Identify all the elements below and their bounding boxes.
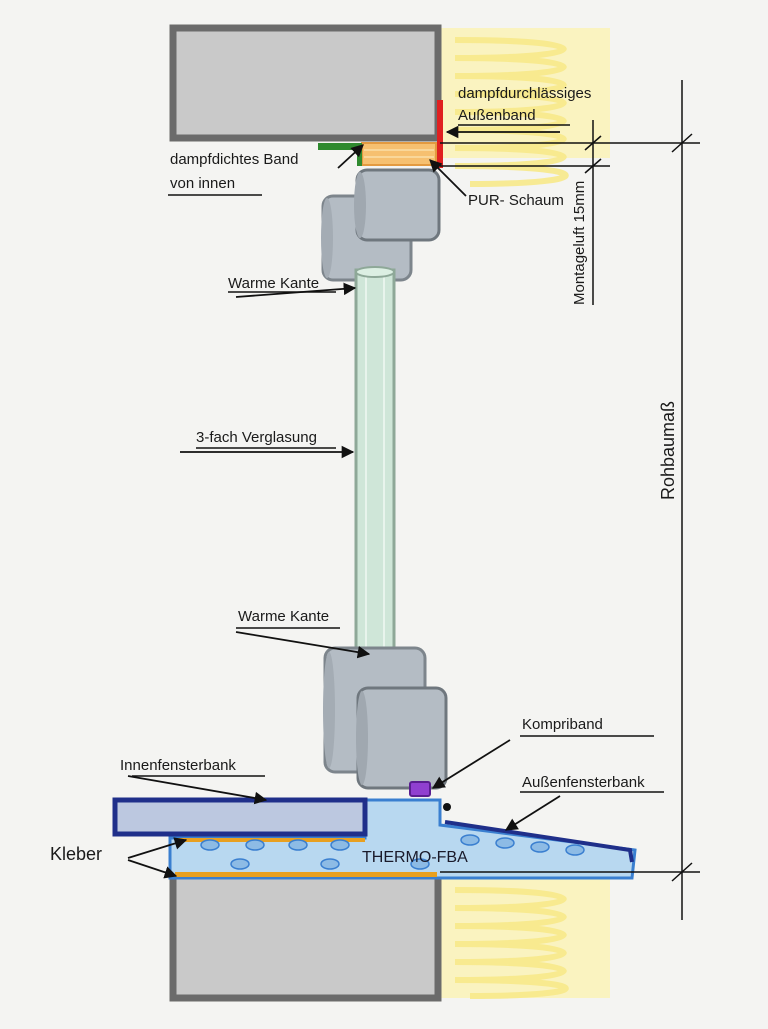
kompriband — [409, 781, 431, 797]
label-rohbaumass: Rohbaumaß — [658, 401, 678, 500]
label-underlines — [132, 124, 664, 793]
label-kleber: Kleber — [50, 844, 102, 864]
pur-foam — [361, 142, 437, 166]
glazing — [354, 266, 396, 661]
label-aussenfensterbank: Außenfensterbank — [522, 774, 645, 791]
insulation-top — [440, 28, 610, 187]
label-pur: PUR- Schaum — [468, 192, 564, 209]
inner-sill — [112, 797, 368, 837]
label-thermo-fba: THERMO-FBA — [362, 849, 468, 866]
label-warme-kante-bottom: Warme Kante — [238, 608, 329, 625]
label-dampfdicht-1: dampfdichtes Band — [170, 151, 298, 168]
label-verglasung: 3-fach Verglasung — [196, 429, 317, 446]
dimension-lines — [440, 80, 700, 920]
label-innenfensterbank: Innenfensterbank — [120, 757, 236, 774]
frame-top — [321, 168, 441, 282]
label-montageluft: Montageluft 15mm — [571, 181, 588, 305]
lintel-wall — [169, 24, 442, 142]
glue-bottom — [175, 872, 437, 877]
label-kompriband: Kompriband — [522, 716, 603, 733]
seal-dot — [443, 803, 451, 811]
outer-sill — [444, 820, 634, 863]
insulation-bottom — [440, 878, 610, 999]
label-dampfdurchlaessig-1: dampfdurchlässiges — [458, 85, 591, 102]
outer-tape — [432, 100, 443, 168]
label-dampfdicht-2: von innen — [170, 175, 235, 192]
glue-top — [175, 838, 365, 842]
parapet-wall — [169, 868, 442, 1002]
label-dampfdurchlaessig-2: Außenband — [458, 107, 536, 124]
label-warme-kante-top: Warme Kante — [228, 275, 319, 292]
label-arrows — [127, 125, 561, 879]
frame-bottom — [323, 646, 448, 790]
thermo-chambers — [200, 834, 585, 870]
inner-tape — [318, 143, 362, 166]
